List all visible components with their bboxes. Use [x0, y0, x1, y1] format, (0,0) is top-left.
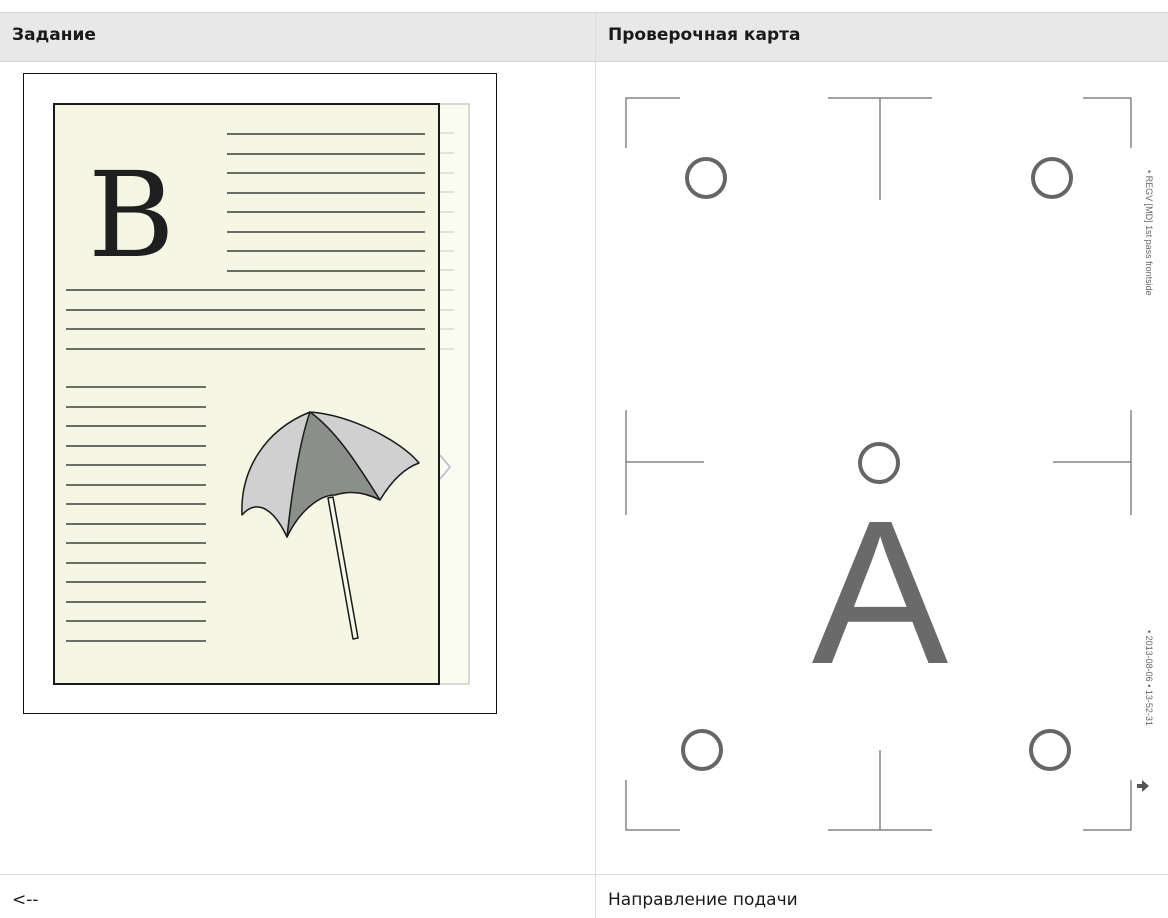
job-page-illustration: B [0, 0, 560, 720]
feed-direction-arrow-icon [1137, 780, 1149, 792]
side-text-bottom: • 2013-08-06 • 13-52-31 [1144, 630, 1154, 726]
header-cell-check-card: Проверочная карта [596, 12, 1168, 62]
check-card-image: A • REGV [MD] 1st pass frontside • 2013-… [596, 70, 1168, 870]
registration-marks [626, 98, 1131, 830]
side-text-top: • REGV [MD] 1st pass frontside [1144, 170, 1154, 296]
job-page-letter: B [88, 146, 175, 284]
footer-cell-feed-direction: Направление подачи [608, 890, 798, 910]
row-divider [0, 874, 1168, 875]
footer-cell-arrow: <-- [12, 890, 39, 910]
job-back-sheet [439, 104, 469, 684]
header-check-card-label: Проверочная карта [608, 25, 800, 45]
check-card-letter: A [812, 478, 949, 707]
